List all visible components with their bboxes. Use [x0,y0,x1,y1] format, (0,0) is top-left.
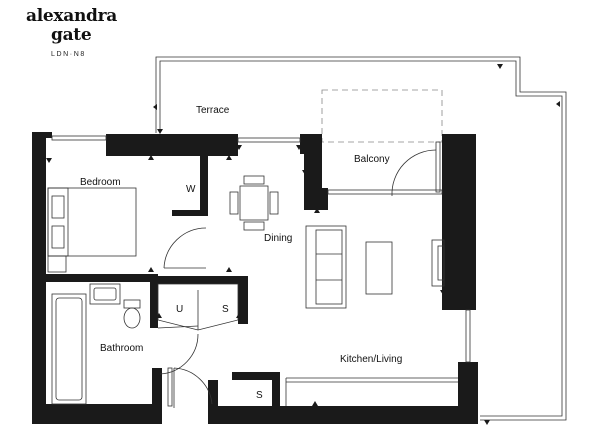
wardrobe-label: W [186,184,196,195]
bed [47,187,137,273]
kitchen-counter [285,377,458,406]
utility-s-label: S [222,304,229,315]
balcony-label: Balcony [354,154,390,165]
utility-u-label: U [176,304,183,315]
utility-units [157,283,239,331]
doors [157,149,437,408]
brand-name-2: gate [51,25,92,45]
kitchen-living-label: Kitchen/Living [340,354,402,365]
dining-label: Dining [264,233,292,244]
walls [32,132,478,424]
tv-unit [431,239,445,287]
bathroom-fixtures [51,283,141,405]
terrace-label: Terrace [196,105,230,116]
windows [51,135,471,363]
sofa [305,225,347,309]
storage-label: S [256,390,263,401]
brand-location: LDN·N8 [51,51,86,58]
dining-table [229,175,279,231]
bathroom-label: Bathroom [100,343,143,354]
brand-logo: alexandra gate LDN·N8 [0,0,117,70]
bedroom-label: Bedroom [80,177,121,188]
terrace-outline [155,56,567,421]
markers [46,64,560,425]
balcony-outline [321,89,443,143]
coffee-table [365,241,393,295]
brand-name: alexandra [26,6,117,26]
